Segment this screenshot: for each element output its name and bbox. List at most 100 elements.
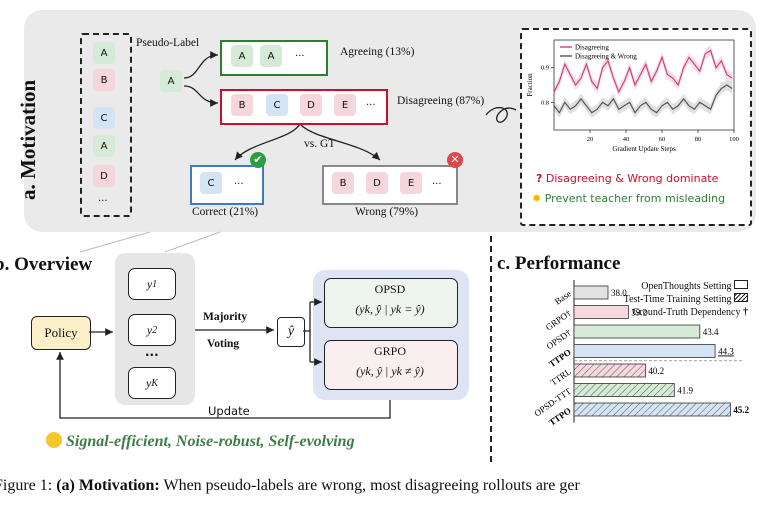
tagline: Signal-efficient, Noise-robust, Self-evo… [46,432,355,451]
disagree-tile: D [300,94,322,116]
bar [573,344,716,358]
y-axis-label: Fraction [526,73,534,97]
pseudo-label-text: Pseudo-Label [136,37,200,49]
agree-more: ... [295,48,305,59]
stack-tile: D [93,165,115,187]
x-tick-label: 60 [659,136,666,143]
wrong-tile: B [332,172,354,194]
disagree-tile: C [266,94,288,116]
performance-title: c. Performance [497,253,621,274]
majority-label: Majority [203,311,248,323]
insight-1: ? Disagreeing & Wrong dominate [536,172,718,185]
category-label: GRPO† [544,308,573,333]
opsd-title: OPSD [374,282,406,296]
legend-ttt: Test-Time Training Setting [612,293,748,306]
plot-frame [553,39,735,131]
dagger-icon: † [743,307,748,318]
agree-tile: A [260,45,282,67]
rollout-stack [80,33,132,217]
samples-ellipsis: ··· [145,348,159,362]
y-tick-label: 0.9 [541,65,549,72]
agree-tile: A [231,45,253,67]
yhat-box: ŷ [277,317,305,347]
vs-gt-label: vs. GT [304,138,336,150]
grpo-formula: (yk, ŷ | yk ≠ ŷ) [356,364,424,378]
legend-gt: Ground-Truth Dependency † [632,307,748,318]
bar [573,305,629,319]
disagreeing-label: Disagreeing (87%) [397,95,485,107]
lightbulb-icon: ✹ [532,192,542,205]
wrong-label: Wrong (79%) [355,206,419,218]
bar-value-label: 44.3 [718,347,734,357]
bar-value-label: 40.2 [648,366,664,376]
correct-tile: C [200,172,222,194]
stack-more: ... [98,193,108,204]
bar-value-label: 45.2 [733,405,749,415]
x-tick-label: 20 [587,136,594,143]
figure-caption: Figure 1: (a) Motivation: When pseudo-la… [0,477,580,495]
stack-tile: B [93,69,115,91]
correct-label: Correct (21%) [192,206,259,218]
wrong-tile: D [366,172,388,194]
caption-prefix: Figure 1: [0,477,53,494]
legend-openthoughts: OpenThoughts Setting [612,280,748,293]
x-tick-label: 40 [623,136,630,143]
legend-label: Disagreeing [575,44,609,52]
category-label: Base [553,288,573,306]
grpo-box [324,340,458,390]
perf-legend: OpenThoughts Setting Test-Time Training … [612,280,748,319]
performance-bar-chart: 38.0Base39.2GRPO†43.4OPSD†44.3TTPO40.2TT… [532,280,750,428]
question-icon: ? [536,172,543,185]
y-tick-label: 0.8 [541,99,549,106]
pseudo-label-tile: A [160,70,182,92]
tagline-text: Signal-efficient, Noise-robust, Self-evo… [66,433,355,450]
insight-1-text: Disagreeing & Wrong dominate [545,172,719,185]
bar-value-label: 38.0 [611,288,627,298]
agreeing-label: Agreeing (13%) [340,46,415,58]
insight-2-text: Prevent teacher from misleading [544,192,726,205]
smile-icon [46,432,62,448]
x-axis-label: Gradient Update Steps [612,145,676,153]
voting-label: Voting [207,338,240,350]
check-icon: ✔ [250,152,266,168]
wrong-tile: E [400,172,422,194]
wrong-more: ... [432,176,442,187]
stack-tile: A [93,42,115,64]
caption-text: When pseudo-labels are wrong, most disag… [163,477,580,494]
disagree-tile: B [231,94,253,116]
stack-tile: C [93,107,115,129]
series-line [553,84,733,114]
legend-label: Disagreeing & Wrong [575,53,637,61]
bar-value-label: 43.4 [703,327,719,337]
correct-more: ... [234,176,244,187]
bar-value-label: 39.2 [631,308,647,318]
category-label: TTRL [549,366,573,387]
bar [573,324,701,339]
insight-2: ✹ Prevent teacher from misleading [532,192,725,205]
disagree-tile: E [334,94,356,116]
stack-tile: A [93,135,115,157]
bar [573,402,731,417]
bar [573,285,609,300]
bar [573,383,675,397]
policy-box[interactable]: Policy [31,316,91,350]
x-tick-label: 100 [729,136,739,143]
update-label: Update [208,404,250,418]
caption-bold: (a) Motivation: [56,477,160,494]
x-icon: ✕ [447,152,463,168]
grpo-title: GRPO [373,344,406,358]
bar [573,363,646,378]
panel-divider [490,236,492,462]
x-tick-label: 80 [695,136,702,143]
opsd-box [324,278,458,328]
disagree-more: ... [366,97,376,108]
opsd-formula: (yk, ŷ | yk = ŷ) [355,302,425,316]
series-line [553,49,733,94]
overview-title: b. Overview [0,254,93,275]
